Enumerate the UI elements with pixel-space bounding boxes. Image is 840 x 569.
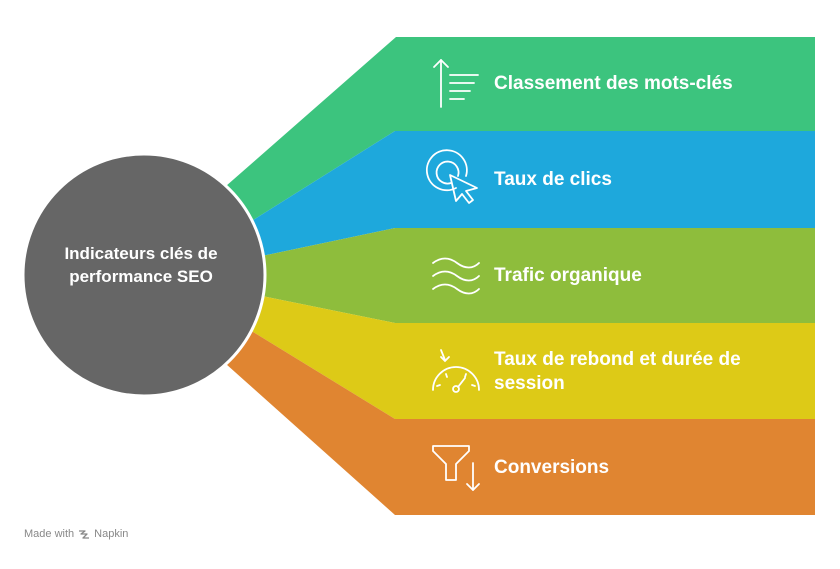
click-cursor-icon (425, 149, 478, 204)
hub-title: Indicateurs clés de performance SEO (64, 244, 218, 286)
brand-name: Napkin (94, 528, 129, 540)
gauge-icon (432, 349, 480, 393)
band-organic-traffic (262, 228, 815, 323)
item-label-conversions: Conversions (494, 457, 610, 478)
band-click-rate (250, 131, 815, 256)
hub-circle (21, 152, 267, 398)
napkin-logo-icon (79, 529, 90, 539)
made-with-text: Made with (24, 528, 75, 540)
wind-waves-icon (432, 257, 480, 295)
band-bounce-rate (250, 296, 815, 419)
band-conversions (226, 330, 815, 515)
item-label-click-rate: Taux de clics (494, 169, 612, 190)
item-label-keyword-ranking: Classement des mots-clés (494, 73, 733, 94)
footer: Made with Napkin (24, 528, 128, 540)
item-label-bounce-rate: Taux de rebond et durée de session (494, 349, 741, 394)
band-keyword-ranking (226, 37, 815, 222)
ranking-arrow-icon (433, 59, 479, 108)
item-label-organic-traffic: Trafic organique (494, 265, 642, 286)
funnel-icon (432, 445, 480, 491)
